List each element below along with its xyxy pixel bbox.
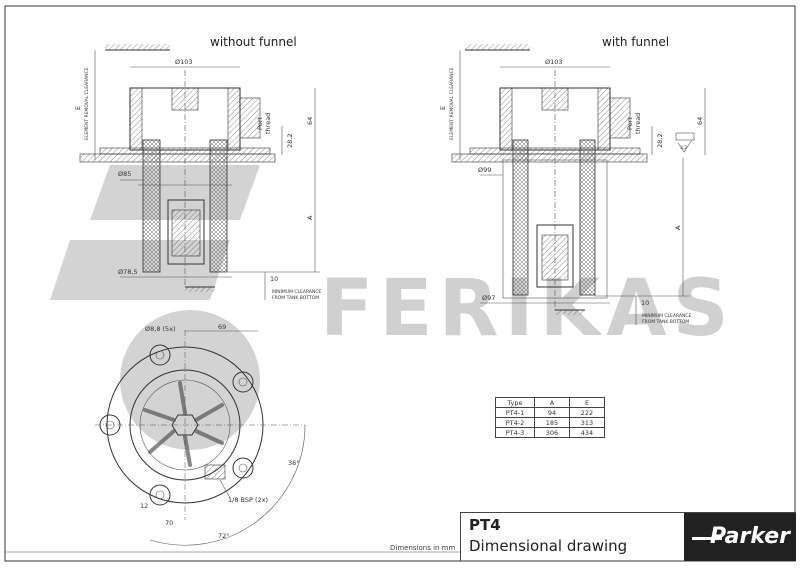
dim-e-right: E [439,106,447,110]
dim-bsp: 1/8 BSP (2x) [228,496,268,504]
model-name: PT4 [469,516,501,534]
dim-28-2-left: 28,2 [286,134,294,148]
min-clearance-left-2: FROM TANK BOTTOM [272,295,319,301]
table-cell: PT4-1 [495,407,535,418]
port-label-right: Port [626,117,634,130]
e-caption-right: ELEMENT REMOVAL CLEARANCE [449,67,455,140]
right-section-view: E ELEMENT REMOVAL CLEARANCE Ø103 Ø99 Ø97… [439,44,706,325]
min-clearance-right-1: MINIMUM CLEARANCE [642,313,691,319]
roughness-symbol: 3,2 [680,145,687,151]
min-clearance-right-2: FROM TANK BOTTOM [642,319,689,325]
dim-10-left: 10 [270,275,278,283]
dim-d99: Ø99 [478,166,491,174]
parker-logo: Parker [684,513,796,561]
plan-view: 69 Ø8,8 (5x) 36° 72° 1/8 BSP (2x) 12 70 [95,323,306,546]
table-header: E [569,397,605,408]
e-caption-left: ELEMENT REMOVAL CLEARANCE [84,67,90,140]
dim-angle-72: 72° [218,532,230,540]
port-label-left: Port [256,117,264,130]
dim-flange-right: Ø103 [545,58,563,66]
table-cell: 306 [534,427,570,438]
left-view-title: without funnel [210,35,297,49]
table-cell: PT4-3 [495,427,535,438]
table-header: Type [495,397,535,408]
dim-d85: Ø85 [118,170,131,178]
title-block: PT4 Dimensional drawing Parker [460,512,796,561]
table-row: PT4-1 94 222 [495,407,605,418]
dim-d78-5: Ø78,5 [118,268,138,276]
thread-label-left: thread [264,113,272,134]
dim-a-right: A [674,225,682,230]
table-cell: 313 [569,417,605,428]
drawing-frame [4,5,796,562]
units-note: Dimensions in mm [390,544,456,552]
table-row: PT4-2 185 313 [495,417,605,428]
dim-holes: Ø8,8 (5x) [145,325,176,333]
dim-69: 69 [218,323,226,331]
table-cell: 222 [569,407,605,418]
type-dimensions-table: Type A E PT4-1 94 222 PT4-2 185 313 PT4-… [495,397,605,438]
dim-angle-36: 36° [288,459,300,467]
dim-12: 12 [140,502,148,510]
table-row: PT4-3 306 434 [495,427,605,438]
table-cell: 94 [534,407,570,418]
table-cell: PT4-2 [495,417,535,428]
dim-64-left: 64 [306,117,314,125]
table-header-row: Type A E [495,397,605,408]
drawing-subtitle: Dimensional drawing [469,537,628,555]
dim-e-left: E [74,106,82,110]
dim-a-left: A [306,215,314,220]
dim-10-right: 10 [641,299,649,307]
dim-28-2-right: 28,2 [656,134,664,148]
table-header: A [534,397,570,408]
right-view-title: with funnel [602,35,669,49]
left-section-view: E ELEMENT REMOVAL CLEARANCE Ø103 Ø85 Ø78… [74,44,321,301]
thread-label-right: thread [634,113,642,134]
table-cell: 434 [569,427,605,438]
dim-flange-left: Ø103 [175,58,193,66]
dim-d97: Ø97 [482,294,495,302]
table-cell: 185 [534,417,570,428]
min-clearance-left-1: MINIMUM CLEARANCE [272,289,321,295]
dim-64-right: 64 [696,117,704,125]
dim-70: 70 [165,519,173,527]
